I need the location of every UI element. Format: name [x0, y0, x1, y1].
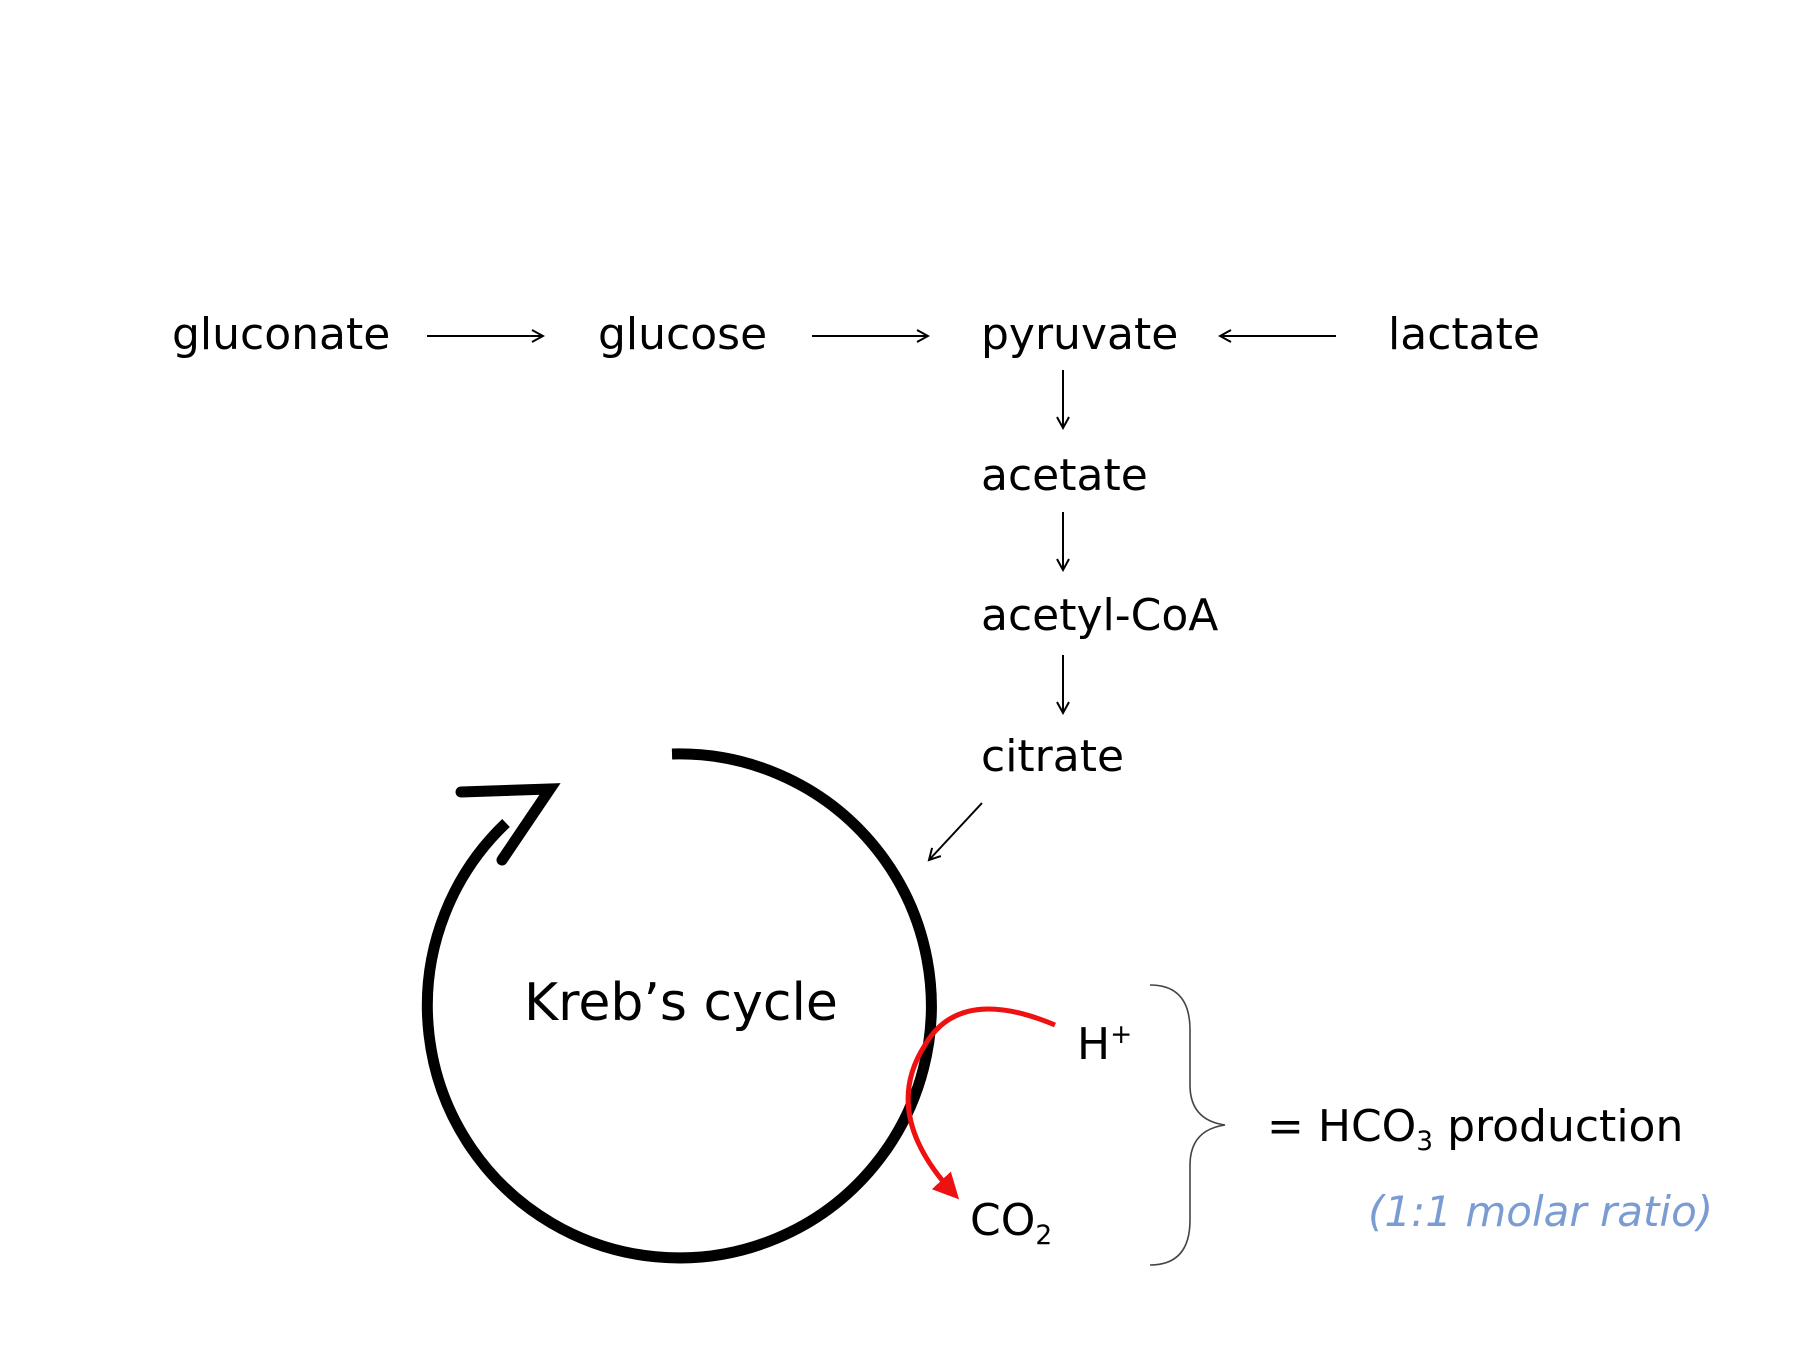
label-acetate: acetate: [981, 450, 1148, 501]
co2-base: CO: [970, 1195, 1036, 1246]
h-plus-base: H: [1077, 1018, 1111, 1070]
co2-subscript: 2: [1035, 1220, 1053, 1252]
label-krebs-cycle: Kreb’s cycle: [524, 973, 838, 1033]
label-glucose: glucose: [598, 309, 768, 360]
label-citrate: citrate: [981, 731, 1125, 782]
label-molar-ratio: (1:1 molar ratio): [1368, 1187, 1714, 1236]
label-co2: CO2: [970, 1199, 1052, 1250]
label-hco3-production: = HCO3 production: [1267, 1105, 1683, 1156]
krebs-cycle-arrowhead: [455, 783, 561, 866]
label-acetyl-coa: acetyl-CoA: [981, 590, 1219, 641]
label-gluconate: gluconate: [172, 309, 391, 360]
h-plus-superscript: +: [1110, 1019, 1133, 1050]
curly-brace: [1149, 984, 1226, 1266]
hco3-subscript: 3: [1416, 1126, 1434, 1158]
arrow-citrate-to-cycle: [929, 802, 983, 860]
label-h-plus: H+: [1077, 1018, 1133, 1070]
krebs-cycle-ring: [421, 748, 937, 1264]
red-curved-arrow: [905, 1006, 1056, 1200]
label-pyruvate: pyruvate: [981, 309, 1179, 360]
label-lactate: lactate: [1388, 309, 1540, 360]
hco3-prefix: = HCO: [1267, 1101, 1417, 1152]
hco3-suffix: production: [1433, 1101, 1684, 1152]
